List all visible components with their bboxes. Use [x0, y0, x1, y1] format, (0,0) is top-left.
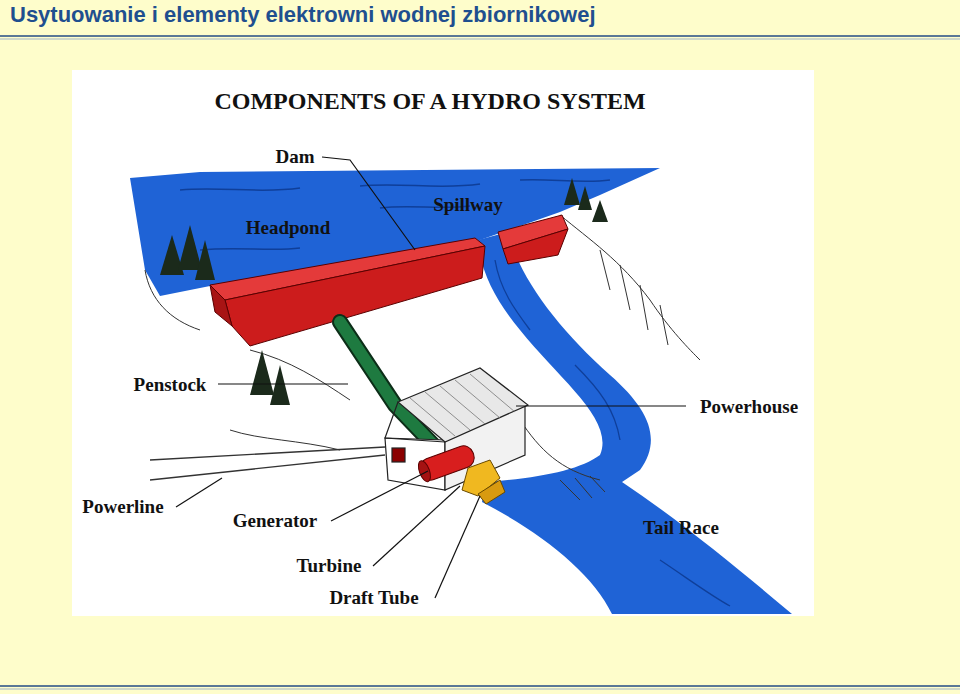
leader-lines	[176, 157, 686, 598]
penstock-outline	[340, 322, 440, 452]
part-label: Powerline	[82, 497, 163, 518]
header-rule	[0, 39, 960, 40]
part-label: Draft Tube	[329, 588, 418, 609]
dam	[210, 215, 568, 346]
part-label: Powerhouse	[700, 397, 798, 418]
draft-tube	[478, 480, 505, 504]
part-label: Headpond	[246, 218, 330, 239]
river-ripples	[495, 260, 730, 606]
part-label: Penstock	[134, 375, 207, 396]
picture-ground	[72, 70, 814, 616]
figure-heading: COMPONENTS OF A HYDRO SYSTEM	[214, 88, 645, 114]
trees	[160, 178, 608, 405]
part-label: Tail Race	[643, 518, 719, 539]
penstock	[340, 322, 440, 452]
part-label: Generator	[233, 511, 317, 532]
terrain-sketch	[145, 215, 700, 500]
part-label: Turbine	[297, 556, 362, 577]
part-label: Spillway	[433, 195, 503, 216]
power-lines	[150, 447, 385, 480]
slide-title: Usytuowanie i elementy elektrowni wodnej…	[10, 2, 596, 28]
footer-rule	[0, 689, 960, 690]
header-rule	[0, 35, 960, 37]
part-label: Dam	[275, 147, 314, 168]
footer-rule	[0, 685, 960, 687]
powerhouse	[385, 368, 528, 490]
